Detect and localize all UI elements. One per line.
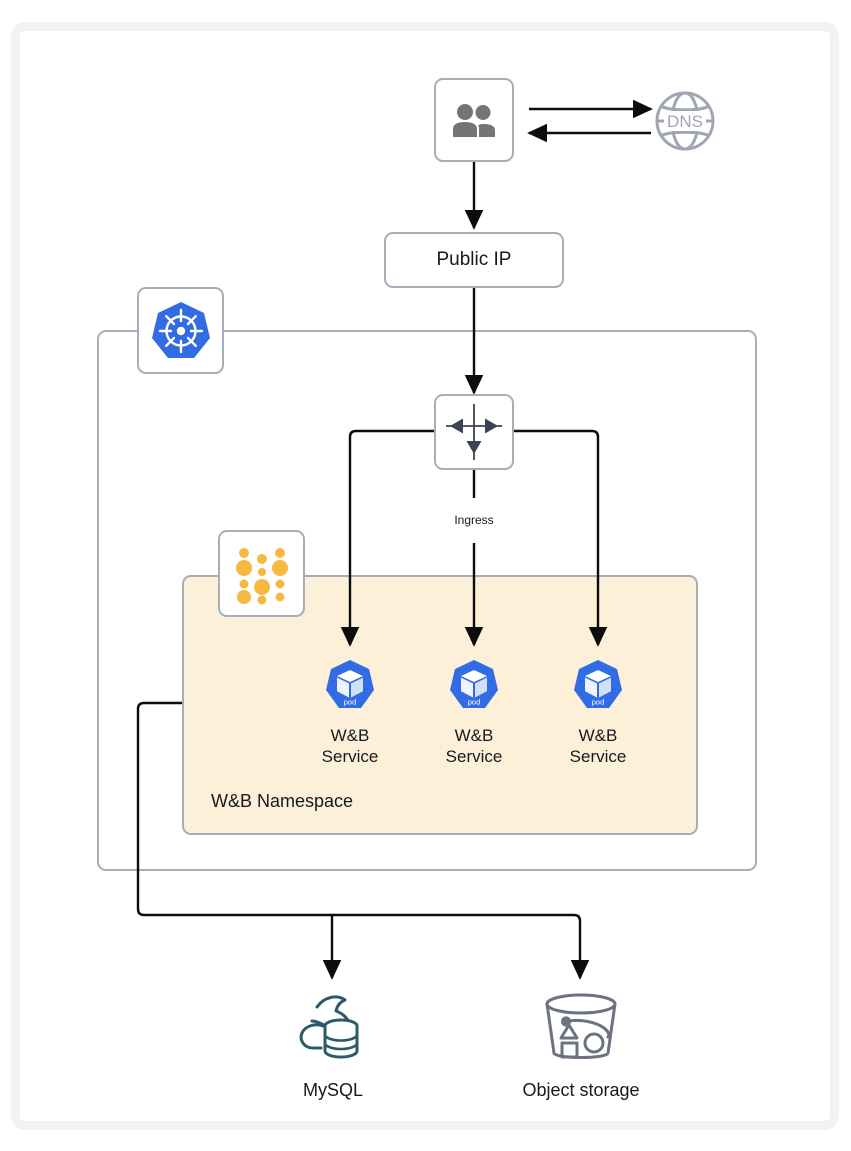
- object-storage-bucket-icon: [545, 993, 617, 1059]
- dns-node[interactable]: DNS: [651, 85, 719, 157]
- namespace-label: W&B Namespace: [211, 791, 354, 811]
- users-node[interactable]: [434, 78, 514, 162]
- public-ip-node[interactable]: Public IP: [384, 232, 564, 288]
- ingress-label: Ingress: [454, 513, 494, 527]
- namespace-badge[interactable]: [218, 530, 305, 617]
- public-ip-label: Public IP: [436, 249, 512, 270]
- dns-label: DNS: [667, 112, 703, 131]
- mysql-label: MySQL: [302, 1080, 363, 1100]
- dns-globe-icon: DNS: [655, 91, 715, 151]
- object-storage-node[interactable]: [538, 990, 624, 1066]
- mysql-node[interactable]: [293, 990, 373, 1066]
- pod-icon: pod: [574, 660, 622, 708]
- kubernetes-wheel-icon: [151, 301, 210, 358]
- users-icon: [453, 104, 495, 137]
- wandb-service-1[interactable]: pod: [324, 659, 376, 711]
- pod-badge-label: pod: [592, 698, 605, 707]
- wandb-service-2-label: W&B Service: [445, 726, 503, 766]
- pod-badge-label: pod: [468, 698, 481, 707]
- mysql-dolphin-icon: [299, 995, 359, 1059]
- ingress-arrows-icon: [446, 404, 502, 460]
- pod-icon: pod: [326, 660, 374, 708]
- pod-icon: pod: [450, 660, 498, 708]
- pod-badge-label: pod: [344, 698, 357, 707]
- wandb-service-3-label: W&B Service: [569, 726, 627, 766]
- kubernetes-cluster-badge[interactable]: [137, 287, 224, 374]
- namespace-dots-icon: [235, 547, 288, 604]
- wandb-service-3[interactable]: pod: [572, 659, 624, 711]
- wandb-service-2[interactable]: pod: [448, 659, 500, 711]
- object-storage-label: Object storage: [522, 1080, 640, 1100]
- wandb-service-1-label: W&B Service: [321, 726, 379, 766]
- ingress-node[interactable]: [434, 394, 514, 470]
